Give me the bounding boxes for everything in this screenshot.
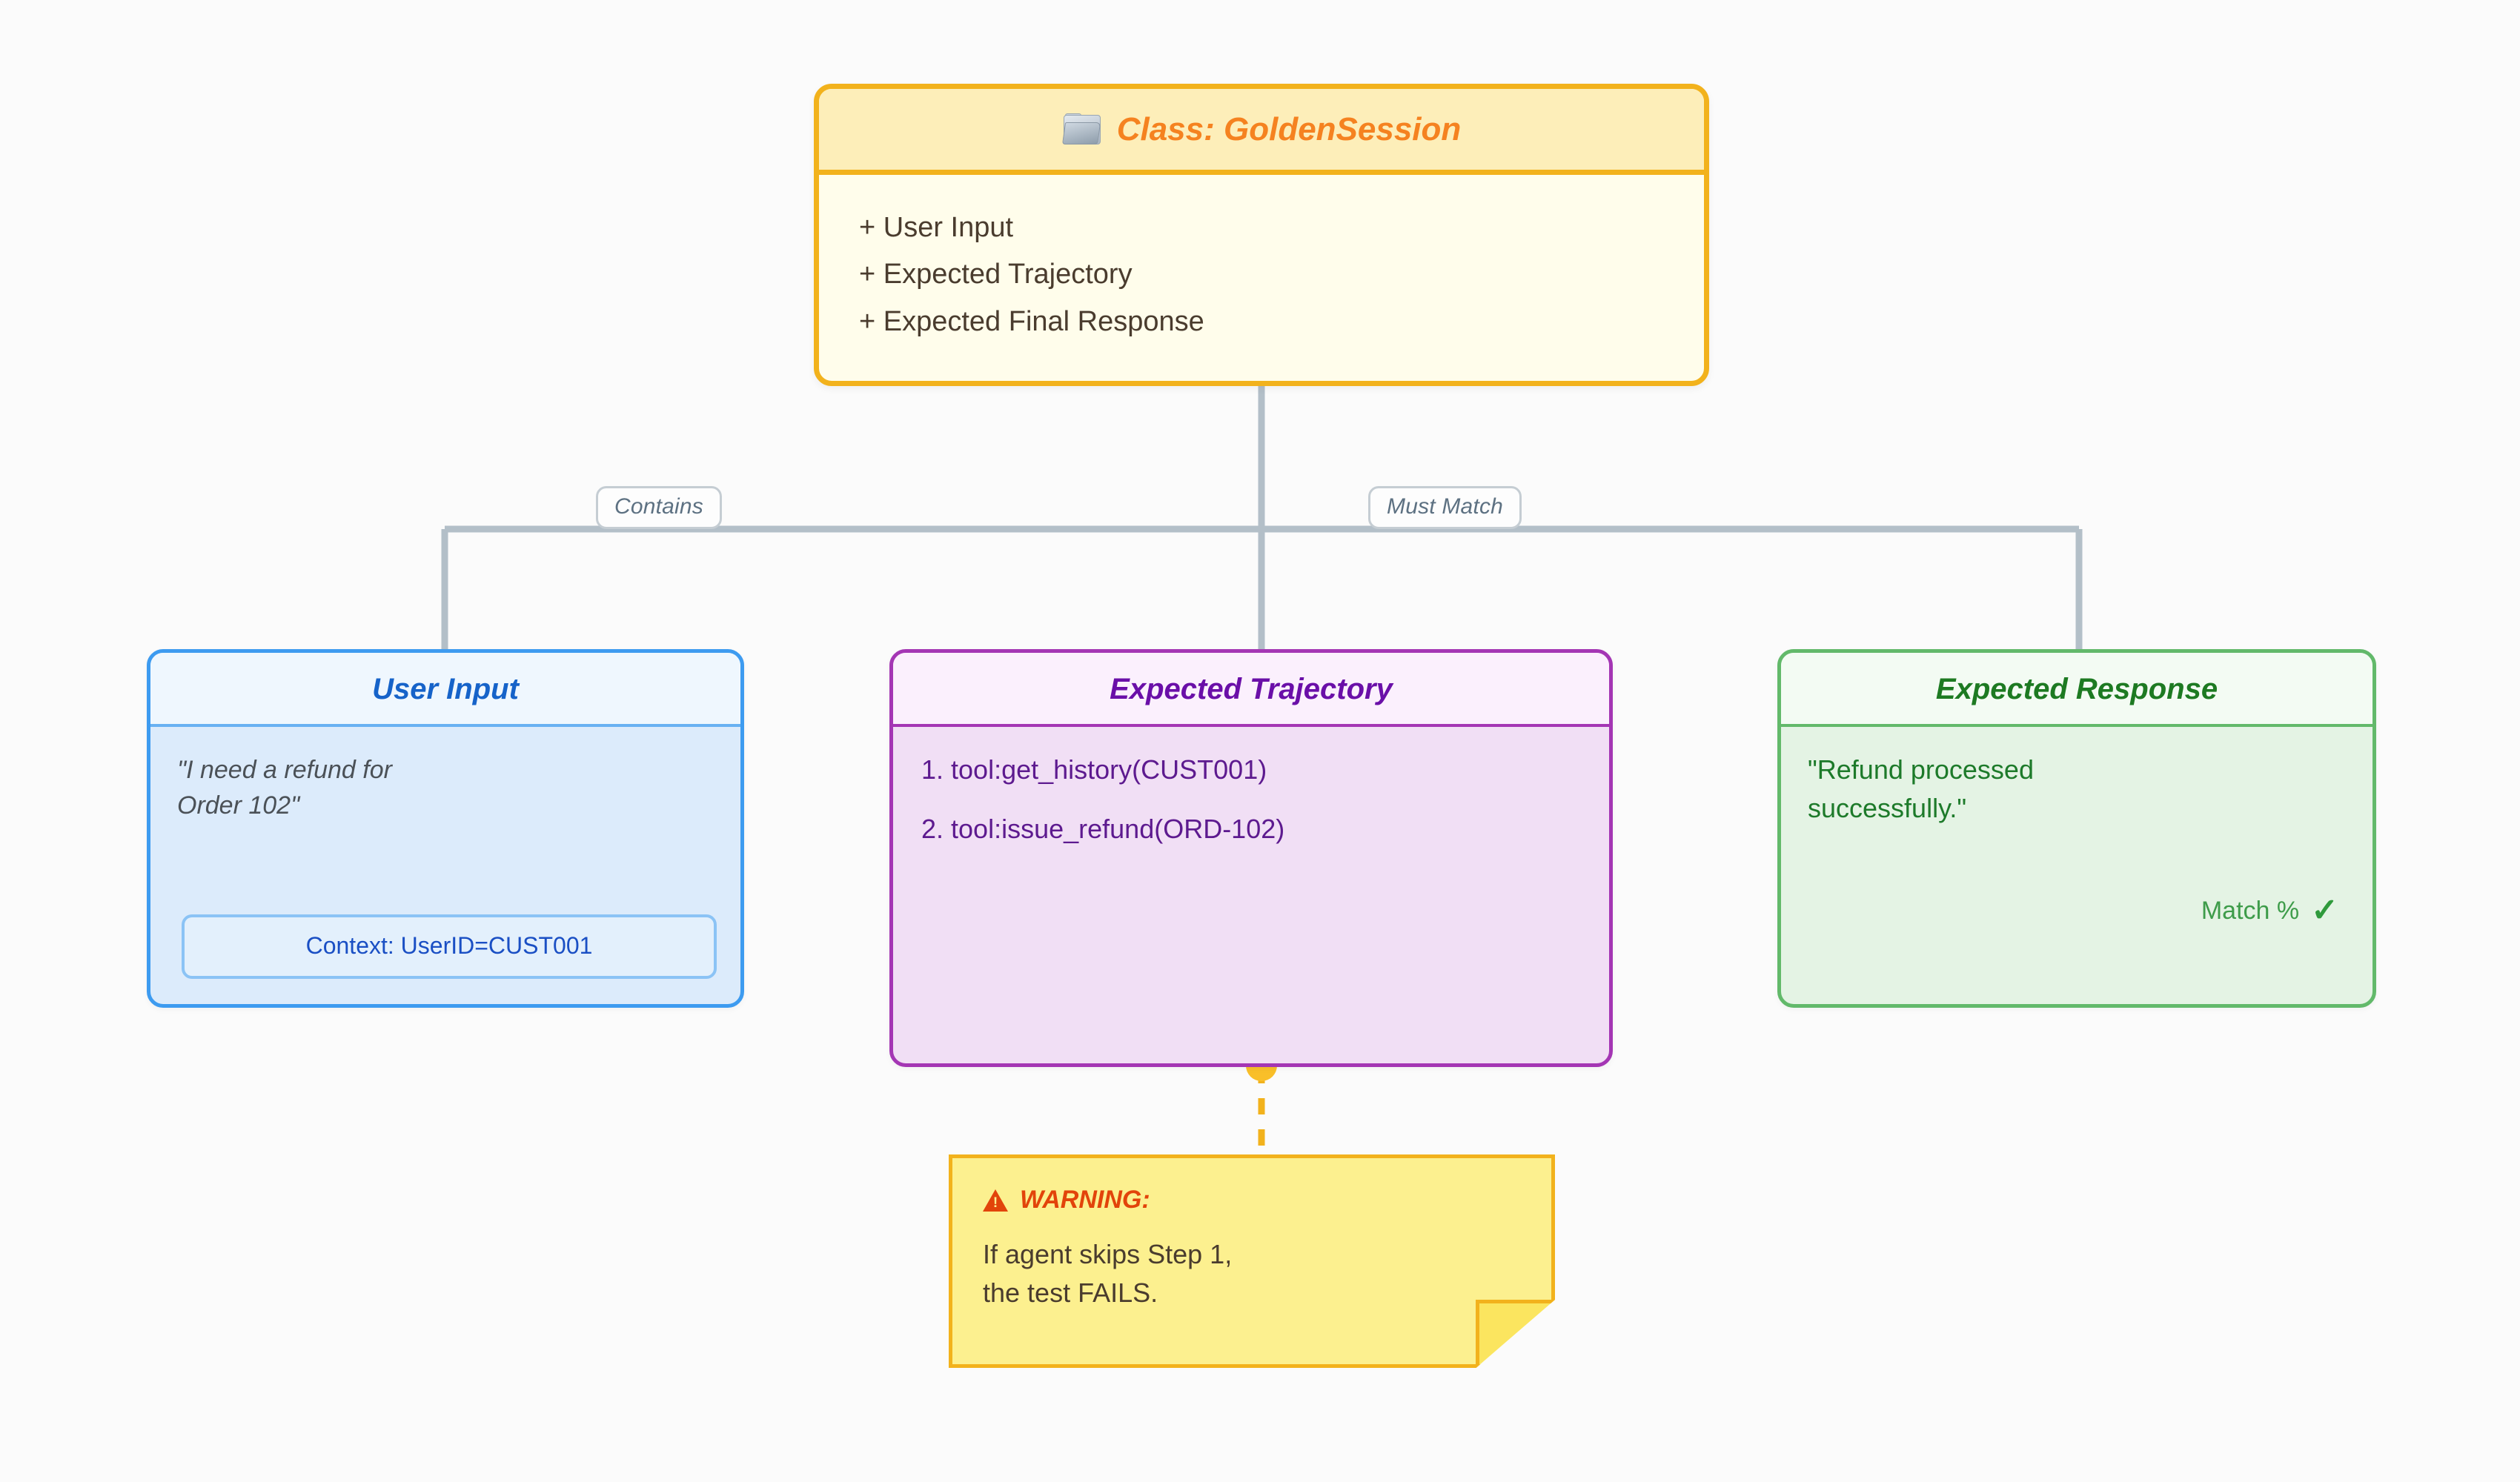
edge-label-must-match: Must Match [1368,486,1522,529]
note-body: If agent skips Step 1, the test FAILS. [983,1239,1233,1309]
class-node-goldensession[interactable]: Class: GoldenSession + User Input + Expe… [814,84,1709,386]
note-content: WARNING: If agent skips Step 1, the test… [949,1154,1555,1368]
class-node-title: Class: GoldenSession [1116,111,1462,147]
class-attribute: + User Input [859,211,1014,243]
node-user-input[interactable]: User Input "I need a refund for Order 10… [147,649,744,1008]
class-attribute: + Expected Trajectory [859,259,1133,290]
trajectory-steps: 1. tool:get_history(CUST001) 2. tool:iss… [893,727,1609,843]
response-header: Expected Response [1781,653,2373,727]
response-quote: "Refund processed successfully." [1808,754,2034,824]
check-mark-icon: ✓ [2311,892,2338,928]
user-input-quote: "I need a refund for Order 102" [177,756,392,820]
note-paper [949,1154,1555,1368]
response-match-row: Match % ✓ [2201,894,2338,927]
note-warning[interactable]: WARNING: If agent skips Step 1, the test… [949,1154,1555,1368]
class-attribute: + Expected Final Response [859,306,1204,338]
warning-triangle-icon [983,1189,1008,1212]
note-title: WARNING: [1020,1186,1150,1214]
user-input-header: User Input [150,653,740,727]
node-expected-trajectory[interactable]: Expected Trajectory 1. tool:get_history(… [889,649,1613,1067]
trajectory-header: Expected Trajectory [893,653,1609,727]
match-percent-label: Match % [2201,896,2300,925]
class-node-attributes: + User Input + Expected Trajectory + Exp… [819,175,1704,346]
folder-icon [1061,113,1102,146]
trajectory-step: 2. tool:issue_refund(ORD-102) [921,814,1285,844]
edge-label-contains: Contains [596,486,723,529]
user-input-context-chip[interactable]: Context: UserID=CUST001 [182,914,717,979]
trajectory-step: 1. tool:get_history(CUST001) [921,754,1267,785]
class-node-header: Class: GoldenSession [819,89,1704,175]
node-expected-response[interactable]: Expected Response "Refund processed succ… [1777,649,2376,1008]
note-title-row: WARNING: [983,1186,1555,1214]
